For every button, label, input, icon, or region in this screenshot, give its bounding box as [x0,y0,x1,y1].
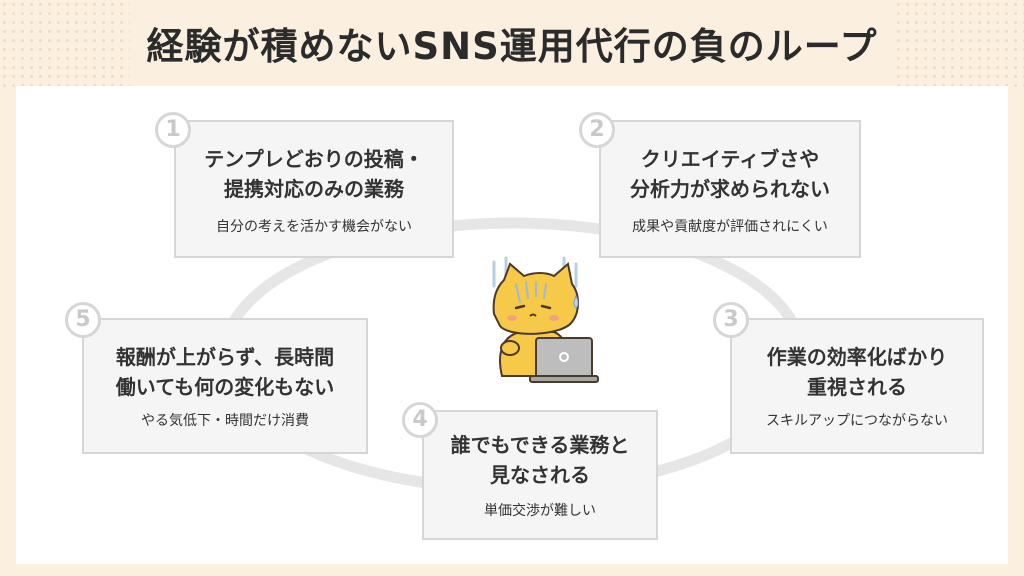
worried-cat-with-laptop-icon [492,256,599,383]
step-sub-4: 単価交渉が難しい [484,503,596,519]
step-card-1: テンプレどおりの投稿・ 提携対応のみの業務 自分の考えを活かす機会がない [174,120,454,258]
page-title: 経験が積めないSNS運用代行の負のループ [146,25,878,68]
step-card-4: 誰でもできる業務と 見なされる 単価交渉が難しい [422,410,658,540]
step-number-4: 4 [402,402,438,438]
step-number-3: 3 [713,302,749,338]
step-number-5: 5 [65,302,101,338]
dot-pattern-left [0,0,130,90]
diagram-panel: テンプレどおりの投稿・ 提携対応のみの業務 自分の考えを活かす機会がない 1 ク… [16,86,1008,564]
step-sub-5: やる気低下・時間だけ消費 [141,413,309,429]
step-number-2: 2 [579,112,615,148]
step-sub-3: スキルアップにつながらない [766,413,948,429]
step-title-1: テンプレどおりの投稿・ 提携対応のみの業務 [204,147,424,201]
step-sub-2: 成果や貢献度が評価されにくい [632,219,828,235]
step-title-4: 誰でもできる業務と 見なされる [450,433,630,487]
step-title-3: 作業の効率化ばかり 重視される [766,345,948,399]
step-sub-1: 自分の考えを活かす機会がない [216,219,412,235]
step-card-2: クリエイティブさや 分析力が求められない 成果や貢献度が評価されにくい [599,120,861,258]
dot-pattern-right [894,0,1024,90]
step-number-1: 1 [155,112,191,148]
step-card-5: 報酬が上がらず、長時間 働いても何の変化もない やる気低下・時間だけ消費 [82,318,368,454]
step-card-3: 作業の効率化ばかり 重視される スキルアップにつながらない [730,318,984,454]
step-title-2: クリエイティブさや 分析力が求められない [630,147,830,201]
step-title-5: 報酬が上がらず、長時間 働いても何の変化もない [115,345,335,399]
